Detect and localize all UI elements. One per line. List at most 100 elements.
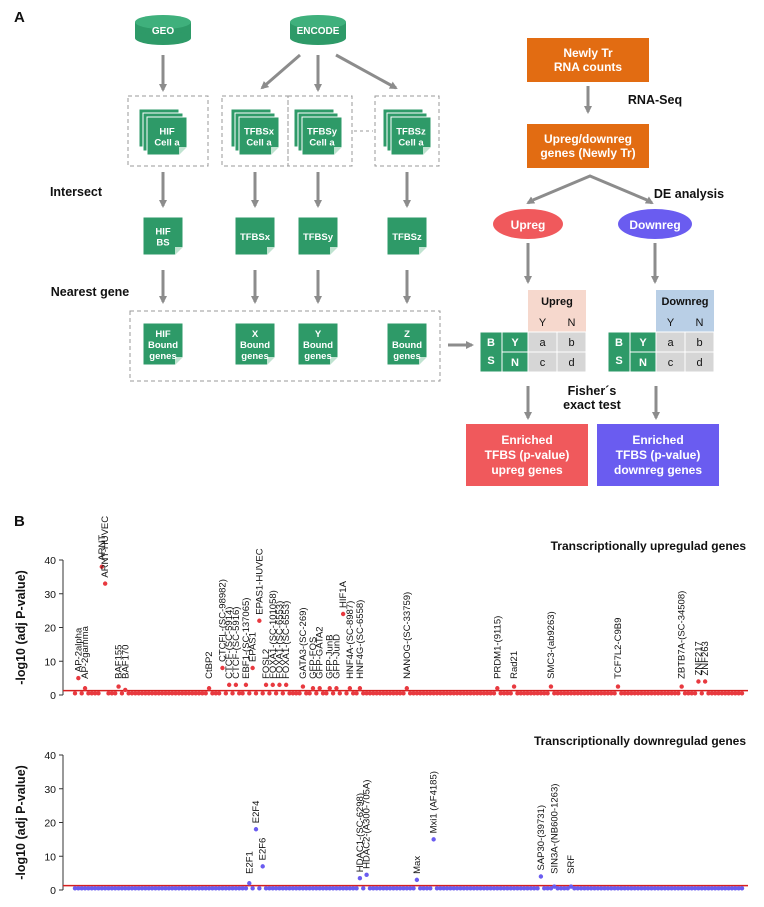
data-point [280, 886, 286, 891]
data-point [518, 886, 523, 891]
y-tick-label: 30 [44, 589, 56, 601]
data-point [649, 886, 654, 891]
data-point [615, 684, 621, 689]
data-point [324, 691, 329, 696]
data-point [240, 691, 245, 696]
y-tick-label: 10 [44, 656, 56, 668]
file-corner-fold [179, 147, 187, 155]
data-point [183, 691, 188, 696]
data-point [283, 682, 289, 688]
data-point [428, 691, 433, 696]
data-point [109, 886, 115, 891]
data-point [116, 684, 121, 689]
data-point [609, 886, 614, 891]
data-point [441, 691, 446, 696]
data-point [314, 691, 319, 696]
data-point [622, 886, 627, 891]
point-label: PRDM1-(9115) [492, 616, 503, 679]
data-point [696, 886, 701, 891]
data-point [699, 886, 704, 891]
data-point [471, 886, 477, 891]
upreg-pill-label: Upreg [511, 218, 546, 232]
point-label: HIF1A [338, 580, 349, 608]
data-point [585, 886, 591, 891]
data-point [397, 886, 403, 891]
data-point [330, 886, 336, 891]
data-point [263, 682, 269, 688]
file-corner-fold [330, 357, 338, 365]
data-point [672, 886, 678, 891]
data-point [545, 886, 550, 891]
data-point [384, 691, 389, 696]
data-point [320, 691, 326, 696]
data-point [696, 679, 701, 684]
data-point [645, 886, 651, 891]
data-point [481, 691, 487, 696]
data-point [196, 691, 202, 696]
cylinder-base [290, 31, 346, 45]
table-bs-label: S [615, 355, 622, 367]
data-point [652, 691, 658, 696]
data-point [300, 684, 306, 689]
data-point [277, 886, 282, 891]
data-point [397, 691, 403, 696]
point-label: AP-2alpha [73, 627, 84, 672]
data-point [200, 886, 205, 891]
data-point [153, 886, 158, 891]
data-point [428, 886, 433, 891]
table-bs-label: S [487, 355, 494, 367]
data-point [542, 691, 547, 696]
data-point [337, 886, 342, 891]
data-point [625, 886, 631, 891]
data-point [659, 691, 664, 696]
data-point [605, 691, 611, 696]
data-point [461, 886, 467, 891]
point-label: EBF1-(SC-137065) [241, 598, 252, 679]
downreg-pill-label: Downreg [629, 218, 680, 232]
data-point [582, 691, 587, 696]
data-point [565, 886, 570, 891]
table-bs-label: B [615, 337, 623, 349]
scatter-plot-downregulated: Transcriptionally downregulad genes01020… [14, 734, 748, 897]
point-label: FOXA1-(SC-6553) [281, 601, 292, 679]
data-point [491, 691, 497, 696]
data-point [525, 691, 530, 696]
dashed-group-z [374, 95, 440, 167]
data-point [237, 691, 242, 696]
data-point [531, 886, 537, 891]
rna-counts-label: Newly Tr [563, 46, 613, 60]
data-point [602, 886, 607, 891]
data-point [381, 691, 386, 696]
point-label: SMC3-(ab9263) [546, 611, 557, 679]
data-point [123, 886, 128, 891]
data-point [159, 691, 165, 696]
data-point [310, 686, 316, 691]
data-point [267, 886, 272, 891]
data-point [421, 691, 426, 696]
data-point [347, 886, 353, 891]
data-point [371, 691, 376, 696]
dashed-group-y [287, 95, 353, 167]
point-label: AP-2gamma [80, 625, 91, 679]
data-point [334, 686, 339, 691]
cylinder-top [290, 15, 346, 29]
data-point [454, 886, 460, 891]
data-point [528, 886, 534, 891]
data-point [656, 886, 661, 891]
data-point [297, 691, 302, 696]
file-corner-fold [330, 247, 338, 255]
point-label: FOXA1-(SC-6553) [274, 601, 285, 679]
data-point [645, 691, 651, 696]
data-point [136, 691, 141, 696]
file-label: genes [304, 351, 331, 362]
data-point [374, 691, 379, 696]
file-label: X [252, 329, 259, 340]
data-point [444, 691, 450, 696]
data-point [220, 665, 225, 671]
data-point [622, 691, 627, 696]
data-point [327, 886, 332, 891]
data-point [431, 837, 436, 842]
data-point [488, 691, 493, 696]
